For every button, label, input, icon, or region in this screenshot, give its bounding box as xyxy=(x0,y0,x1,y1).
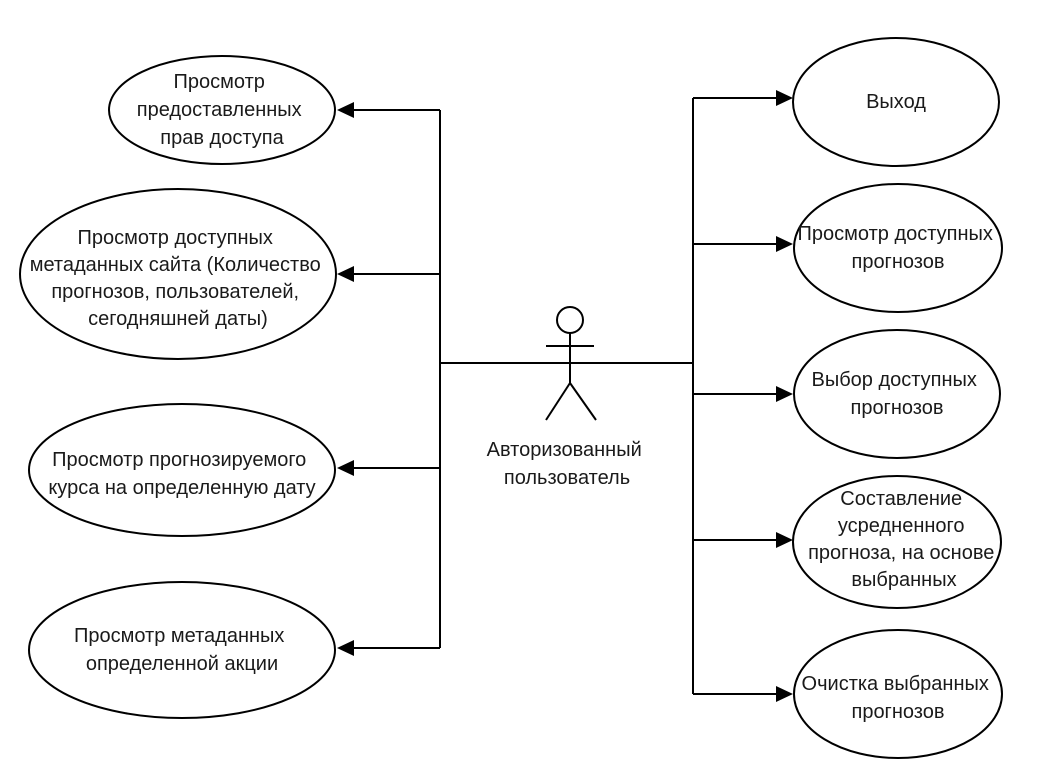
use-case-compose-average-forecast[interactable]: Составление усредненного прогноза, на ос… xyxy=(792,475,1002,609)
arrowhead-right-4 xyxy=(776,532,793,548)
arrowhead-right-2 xyxy=(776,236,793,252)
arrowheads xyxy=(337,90,793,702)
use-case-view-forecast-rate[interactable]: Просмотр прогнозируемого курса на опреде… xyxy=(28,403,336,537)
use-case-select-forecasts[interactable]: Выбор доступных прогнозов xyxy=(793,329,1001,459)
arrowhead-right-1 xyxy=(776,90,793,106)
actor-label: Авторизованный пользователь xyxy=(487,439,648,489)
use-case-label: Очистка выбранных прогнозов xyxy=(802,673,995,723)
arrowhead-left-1 xyxy=(337,102,354,118)
use-case-label: Просмотр доступных метаданных сайта (Кол… xyxy=(30,227,327,330)
use-case-label: Просмотр метаданных определенной акции xyxy=(74,625,290,675)
use-case-view-stock-metadata[interactable]: Просмотр метаданных определенной акции xyxy=(28,581,336,719)
use-case-view-site-metadata[interactable]: Просмотр доступных метаданных сайта (Кол… xyxy=(19,188,337,360)
arrowhead-left-3 xyxy=(337,460,354,476)
arrowhead-left-4 xyxy=(337,640,354,656)
actor-authorized-user[interactable]: Авторизованный пользователь xyxy=(487,306,648,489)
arrowhead-right-5 xyxy=(776,686,793,702)
actor-stick-figure-icon xyxy=(545,306,597,421)
use-case-logout[interactable]: Выход xyxy=(792,37,1000,167)
use-case-label: Составление усредненного прогноза, на ос… xyxy=(808,488,1000,591)
use-case-label: Просмотр доступных прогнозов xyxy=(798,223,999,273)
use-case-label: Выход xyxy=(866,91,926,113)
use-case-view-available-forecasts[interactable]: Просмотр доступных прогнозов xyxy=(793,183,1003,313)
use-case-clear-selected-forecasts[interactable]: Очистка выбранных прогнозов xyxy=(793,629,1003,759)
use-case-label: Просмотр предоставленных прав доступа xyxy=(137,71,307,149)
use-case-view-access-rights[interactable]: Просмотр предоставленных прав доступа xyxy=(108,55,336,165)
arrowhead-right-3 xyxy=(776,386,793,402)
arrowhead-left-2 xyxy=(337,266,354,282)
use-case-label: Просмотр прогнозируемого курса на опреде… xyxy=(48,449,315,499)
connectors xyxy=(352,97,778,695)
use-case-label: Выбор доступных прогнозов xyxy=(812,369,983,419)
